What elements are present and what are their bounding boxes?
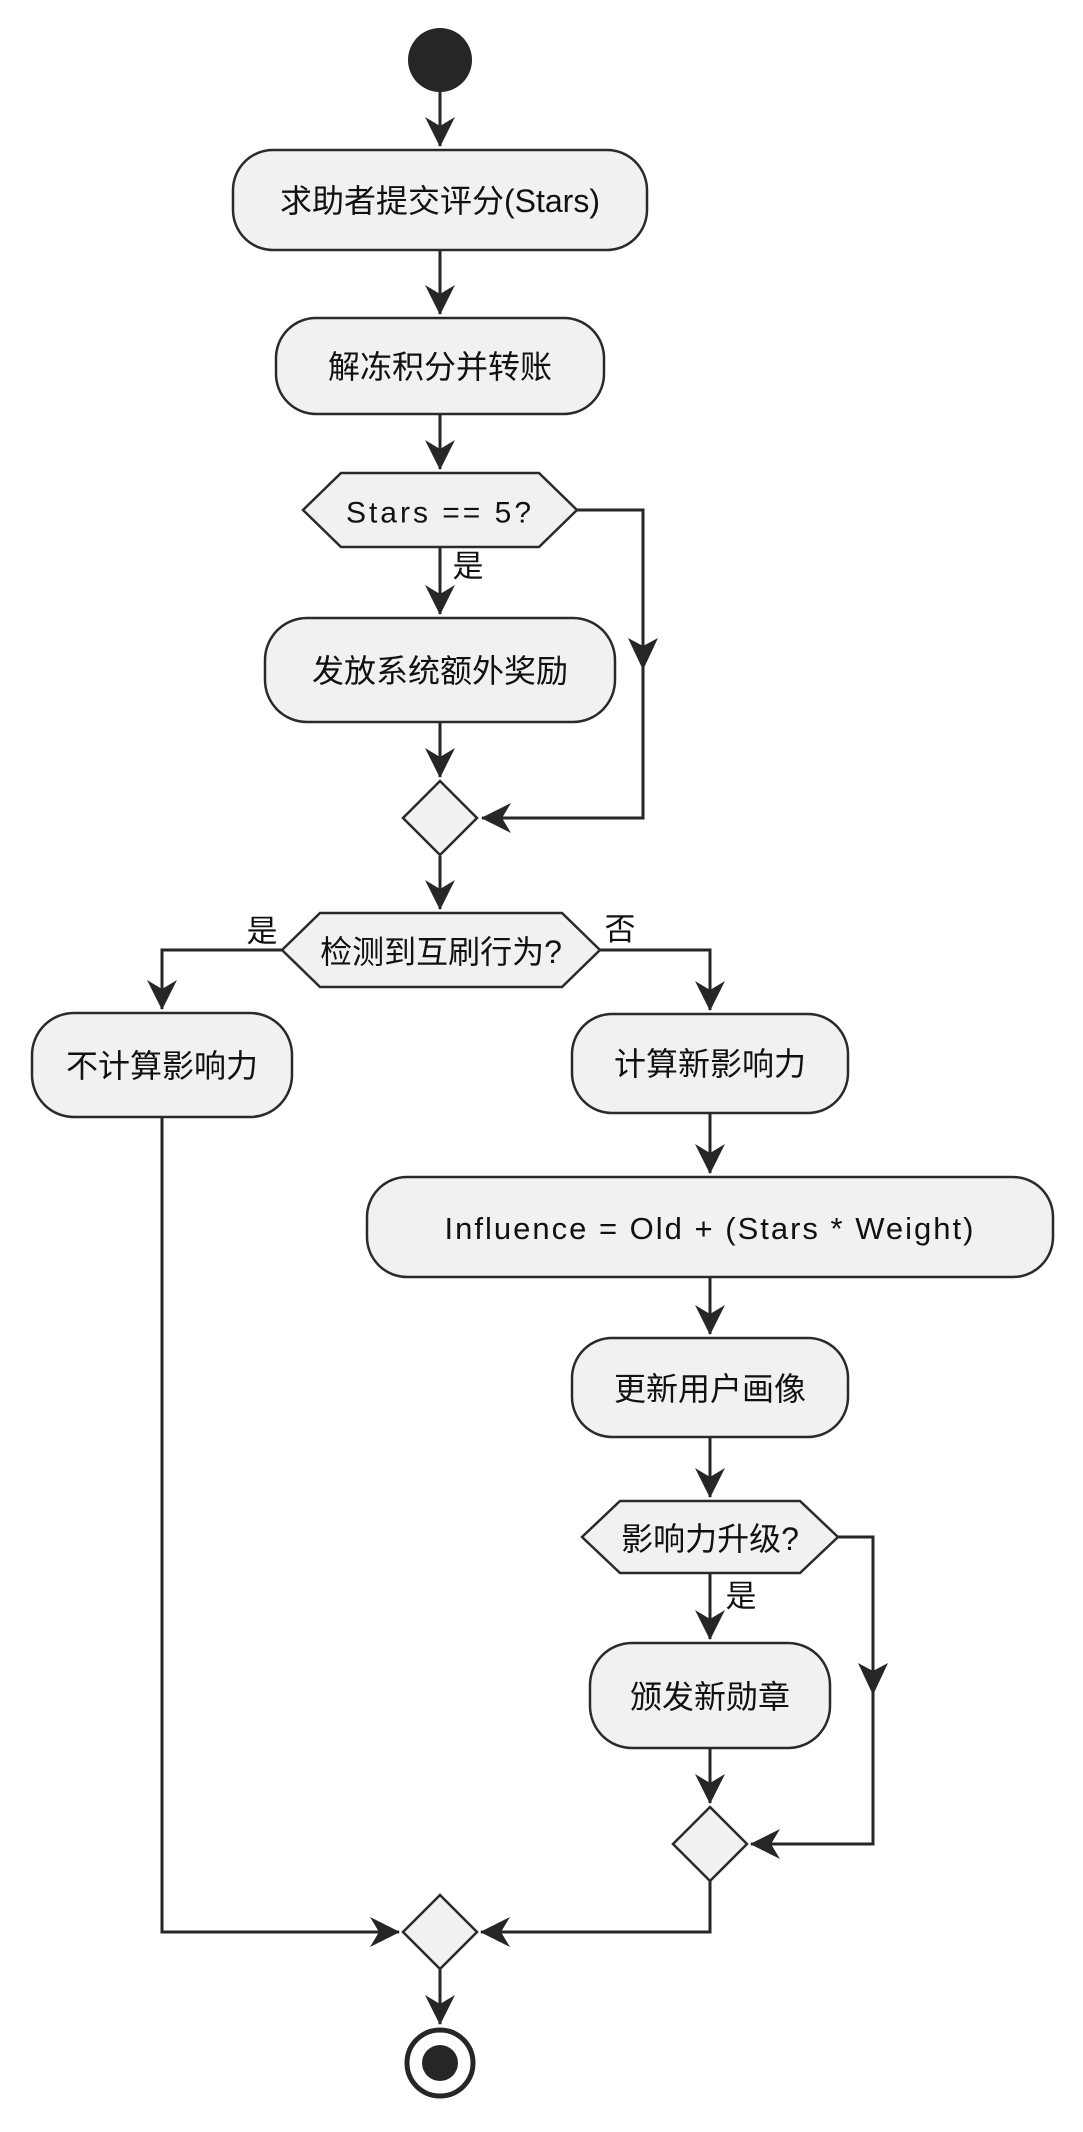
edge-skip-to-final-merge bbox=[160, 1117, 400, 1947]
activity-update-profile: 更新用户画像 bbox=[570, 1336, 850, 1439]
activity-influence-formula: Influence = Old + (Stars * Weight) bbox=[365, 1175, 1055, 1279]
decision-stars-check-label: Stars == 5? bbox=[346, 497, 534, 530]
merge-diamond-after-badge-shape bbox=[671, 1805, 749, 1883]
activity-skip-influence-shape bbox=[30, 1011, 294, 1119]
edge-label-fraud-yes: 是 bbox=[247, 914, 278, 949]
decision-fraud-check-label: 检测到互刷行为? bbox=[320, 934, 562, 970]
activity-unfreeze-transfer-shape bbox=[274, 316, 606, 416]
merge-diamond-after-bonus bbox=[401, 779, 479, 857]
end-node bbox=[404, 2027, 476, 2099]
start-circle bbox=[408, 28, 472, 92]
final-merge-diamond bbox=[401, 1893, 479, 1971]
edge-fraud-yes-to-skip bbox=[147, 948, 282, 1010]
decision-stars-check-shape bbox=[301, 471, 579, 549]
edge-fraud-no-to-calc bbox=[600, 948, 725, 1011]
activity-issue-badge: 颁发新勋章 bbox=[588, 1641, 832, 1750]
activity-system-bonus-label: 发放系统额外奖励 bbox=[312, 653, 568, 689]
activity-update-profile-shape bbox=[570, 1336, 850, 1439]
activity-system-bonus: 发放系统额外奖励 bbox=[263, 616, 617, 724]
activity-influence-formula-label: Influence = Old + (Stars * Weight) bbox=[445, 1211, 976, 1246]
activity-issue-badge-label: 颁发新勋章 bbox=[630, 1679, 790, 1715]
decision-fraud-check: 检测到互刷行为? bbox=[280, 911, 602, 989]
activity-skip-influence: 不计算影响力 bbox=[30, 1011, 294, 1119]
activity-calc-influence-shape bbox=[570, 1012, 850, 1115]
activity-system-bonus-shape bbox=[263, 616, 617, 724]
start-node bbox=[408, 28, 472, 92]
activity-submit-rating: 求助者提交评分(Stars) bbox=[231, 148, 649, 252]
merge-diamond-after-badge bbox=[671, 1805, 749, 1883]
activity-calc-influence-label: 计算新影响力 bbox=[614, 1046, 806, 1082]
edge-label-stars-yes: 是 bbox=[453, 549, 484, 584]
decision-fraud-check-shape bbox=[280, 911, 602, 989]
activity-unfreeze-transfer: 解冻积分并转账 bbox=[274, 316, 606, 416]
activity-submit-rating-shape bbox=[231, 148, 649, 252]
activity-issue-badge-shape bbox=[588, 1641, 832, 1750]
activity-submit-rating-label: 求助者提交评分(Stars) bbox=[280, 183, 600, 219]
merge-diamond-after-bonus-shape bbox=[401, 779, 479, 857]
activity-unfreeze-transfer-label: 解冻积分并转账 bbox=[328, 349, 552, 385]
activity-influence-formula-shape bbox=[365, 1175, 1055, 1279]
end-inner-dot bbox=[422, 2045, 458, 2081]
bypass2-mid-arrowhead bbox=[858, 1663, 888, 1695]
activity-calc-influence: 计算新影响力 bbox=[570, 1012, 850, 1115]
activity-skip-influence-label: 不计算影响力 bbox=[66, 1048, 258, 1084]
decision-upgrade-check-shape bbox=[580, 1499, 840, 1575]
edges bbox=[147, 92, 888, 2025]
edge-label-fraud-no: 否 bbox=[605, 912, 636, 947]
decision-stars-check: Stars == 5? bbox=[301, 471, 579, 549]
final-merge-diamond-shape bbox=[401, 1893, 479, 1971]
decision-upgrade-check-label: 影响力升级? bbox=[621, 1521, 799, 1557]
edge-merge2-to-final-merge bbox=[480, 1881, 712, 1947]
decision-upgrade-check: 影响力升级? bbox=[580, 1499, 840, 1575]
bypass1-mid-arrowhead bbox=[628, 638, 658, 670]
activity-update-profile-label: 更新用户画像 bbox=[614, 1371, 806, 1407]
edge-label-upgrade-yes: 是 bbox=[726, 1579, 757, 1614]
